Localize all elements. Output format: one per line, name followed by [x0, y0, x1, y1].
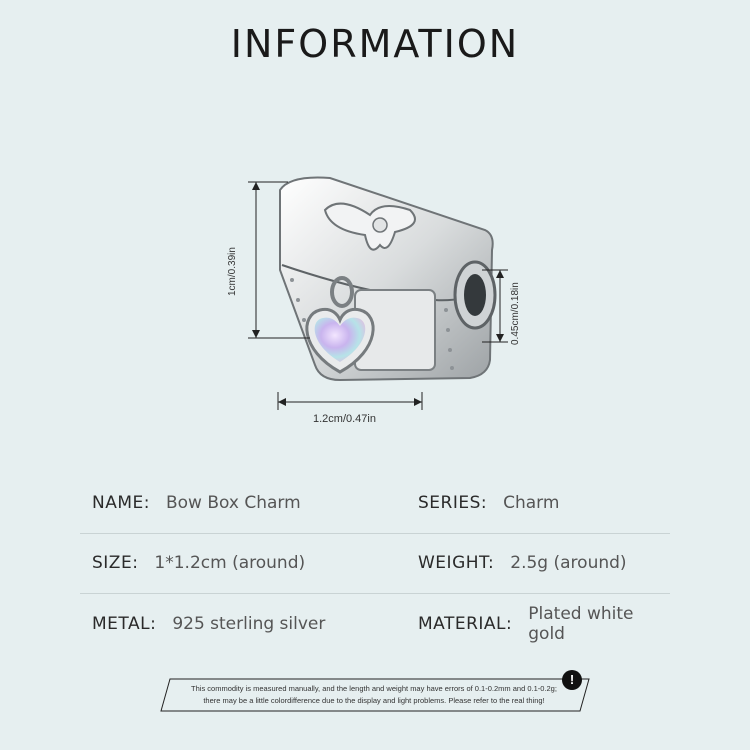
product-image — [248, 176, 508, 410]
page-title: INFORMATION — [230, 22, 520, 66]
spec-key: WEIGHT: — [418, 553, 495, 573]
notice-box: This commodity is measured manually, and… — [160, 678, 590, 712]
notice-line-2: there may be a little colordifference du… — [203, 696, 545, 705]
spec-cell-left: NAME: Bow Box Charm — [92, 473, 301, 533]
notice-text: This commodity is measured manually, and… — [174, 683, 574, 707]
spec-key: NAME: — [92, 493, 150, 513]
width-dimension-label: 1.2cm/0.47in — [313, 413, 376, 425]
spec-key: METAL: — [92, 614, 157, 634]
spec-key: SIZE: — [92, 553, 139, 573]
spec-row: NAME: Bow Box Charm SERIES: Charm — [80, 473, 670, 534]
spec-value: 925 sterling silver — [172, 614, 326, 634]
spec-key: MATERIAL: — [418, 614, 513, 634]
spec-value: 2.5g (around) — [510, 553, 627, 573]
spec-value: Plated white gold — [528, 604, 634, 644]
spec-row: METAL: 925 sterling silver MATERIAL: Pla… — [80, 594, 670, 654]
hole-dimension-label: 0.45cm/0.18in — [510, 282, 521, 345]
spec-cell-right: MATERIAL: Plated white gold — [418, 594, 670, 654]
exclamation-icon: ! — [562, 670, 582, 690]
spec-cell-left: METAL: 925 sterling silver — [92, 594, 325, 654]
spec-value: Bow Box Charm — [165, 493, 301, 513]
spec-key: SERIES: — [418, 493, 488, 513]
notice-border — [160, 678, 590, 712]
spec-cell-right: WEIGHT: 2.5g (around) — [418, 533, 627, 593]
spec-row: SIZE: 1*1.2cm (around) WEIGHT: 2.5g (aro… — [80, 533, 670, 594]
spec-cell-left: SIZE: 1*1.2cm (around) — [92, 533, 305, 593]
spec-cell-right: SERIES: Charm — [418, 473, 559, 533]
spec-value: Charm — [503, 493, 560, 513]
spec-value: 1*1.2cm (around) — [154, 553, 306, 573]
notice-line-1: This commodity is measured manually, and… — [191, 684, 557, 693]
height-dimension-label: 1cm/0.39in — [227, 247, 238, 296]
